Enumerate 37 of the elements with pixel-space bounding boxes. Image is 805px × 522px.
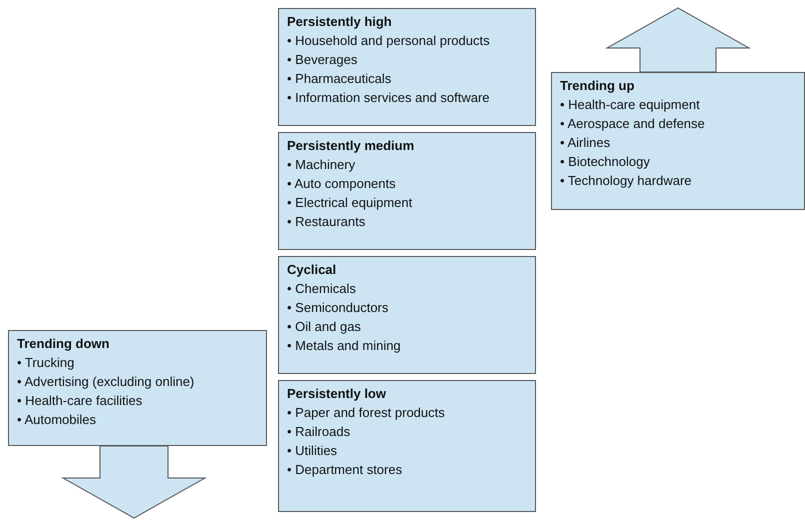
list-item: • Airlines [560,134,612,152]
box-heading: Trending down [17,336,110,351]
category-box [278,8,536,126]
list-item: • Automobiles [17,411,97,429]
list-item: • Advertising (excluding online) [17,373,196,391]
category-box [551,72,805,210]
list-item: • Information services and software [287,89,491,107]
list-item: • Chemicals [287,280,357,298]
list-item: • Semiconductors [287,299,390,317]
list-item: • Beverages [287,51,358,69]
list-item: • Oil and gas [287,318,362,336]
list-item: • Metals and mining [287,337,402,355]
box-heading: Cyclical [287,262,338,277]
category-box [8,330,267,446]
list-item: • Restaurants [287,213,366,231]
list-item: • Electrical equipment [287,194,414,212]
list-item: • Aerospace and defense [560,115,706,133]
list-item: • Railroads [287,423,352,441]
list-item: • Household and personal products [287,32,491,50]
list-item: • Health-care equipment [560,96,701,114]
list-item: • Biotechnology [560,153,651,171]
box-heading: Persistently medium [287,138,416,153]
category-box [278,256,536,374]
list-item: • Utilities [287,442,338,460]
list-item: • Trucking [17,354,76,372]
category-box [278,132,536,250]
list-item: • Auto components [287,175,397,193]
list-item: • Paper and forest products [287,404,446,422]
list-item: • Technology hardware [560,172,693,190]
list-item: • Department stores [287,461,404,479]
list-item: • Machinery [287,156,356,174]
category-box [278,380,536,512]
list-item: • Pharmaceuticals [287,70,392,88]
list-item: • Health-care facilities [17,392,144,410]
box-heading: Persistently low [287,386,387,401]
box-heading: Persistently high [287,14,393,29]
box-heading: Trending up [560,78,636,93]
